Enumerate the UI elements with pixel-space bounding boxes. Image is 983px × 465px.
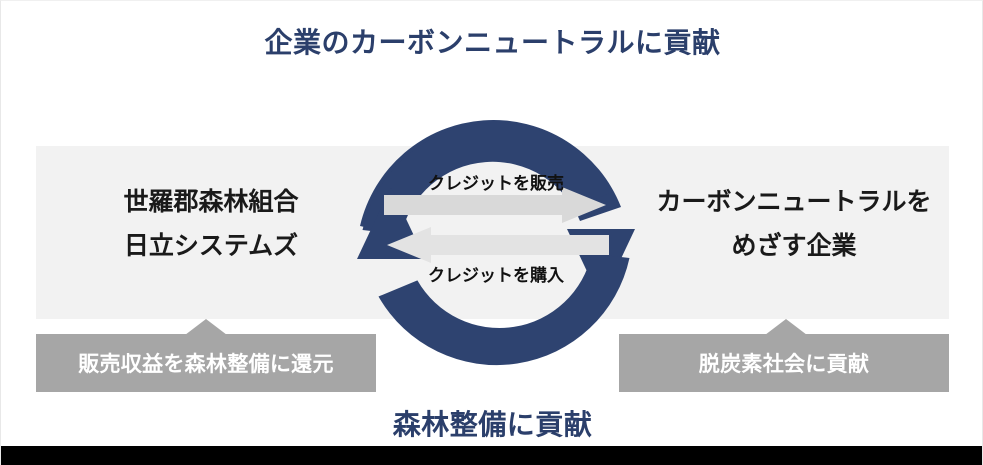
buy-arrow-icon [387,227,609,263]
page-title-top: 企業のカーボンニュートラルに貢献 [264,27,721,58]
actor-left-line1: 世羅郡森林組合 [123,188,299,216]
credit-exchange-arrows [384,187,609,263]
actor-right-line2: めざす企業 [731,231,857,260]
actor-label-right: カーボンニュートラルを めざす企業 [629,181,959,269]
sell-credit-label: クレジットを販売 [428,174,564,193]
actor-left-line2: 日立システムズ [123,231,299,260]
callout-tab-left-icon [185,319,227,335]
callout-tab-right-icon [765,319,807,335]
buy-credit-label: クレジットを購入 [428,266,564,285]
cycle-ring-icon [357,119,635,366]
sell-arrow-icon [384,187,606,223]
background-band [36,146,949,319]
callout-box-right: 脱炭素社会に貢献 [619,334,949,392]
callout-box-left: 販売収益を森林整備に還元 [36,334,376,392]
actor-right-line1: カーボンニュートラルを [656,188,932,216]
actor-label-left: 世羅郡森林組合 日立システムズ [61,181,361,269]
bottom-black-bar [1,446,982,465]
page-title-bottom: 森林整備に貢献 [392,409,593,440]
